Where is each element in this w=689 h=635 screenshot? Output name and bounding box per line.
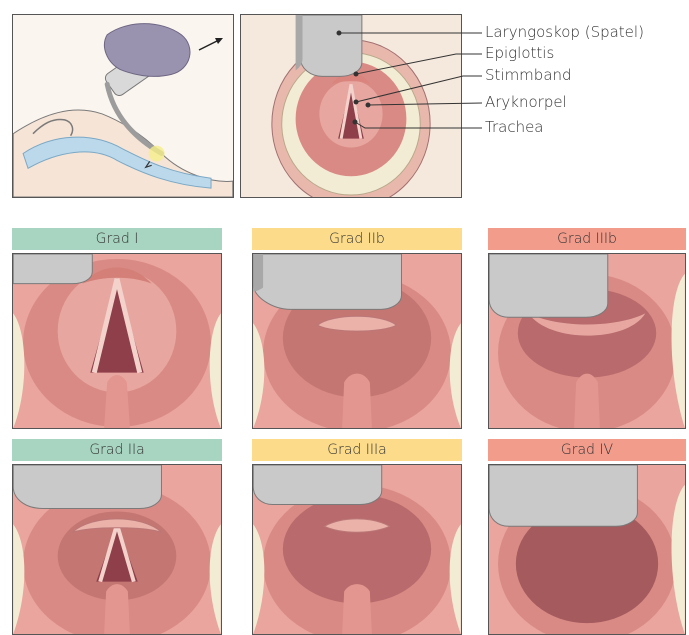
grade-image-5 — [252, 464, 462, 635]
grade-label: Grad IIIa — [252, 439, 462, 461]
grade-label: Grad IIb — [252, 228, 462, 250]
frontal-view-panel — [240, 14, 462, 198]
grade-label: Grad IIIb — [488, 228, 686, 250]
grade-image-6 — [488, 464, 686, 635]
direction-arrow-icon — [197, 34, 227, 54]
grade-3a-illustration — [253, 465, 461, 634]
grade-image-2 — [252, 253, 462, 429]
callout-laryngoskop: Laryngoskop (Spatel) — [485, 23, 644, 41]
callout-trachea: Trachea — [485, 118, 544, 136]
grade-label: Grad I — [12, 228, 222, 250]
callout-epiglottis: Epiglottis — [485, 44, 554, 62]
grade-image-3 — [488, 253, 686, 429]
grade-image-4 — [12, 464, 222, 635]
grade-label: Grad IV — [488, 439, 686, 461]
frontal-view-illustration — [241, 15, 461, 197]
callout-stimmband: Stimmband — [485, 66, 572, 84]
grade-2a-illustration — [13, 465, 221, 634]
grade-3b-illustration — [489, 254, 685, 428]
grade-image-1 — [12, 253, 222, 429]
grade-1-illustration — [13, 254, 221, 428]
callout-aryknorpel: Aryknorpel — [485, 93, 567, 111]
grade-2b-illustration — [253, 254, 461, 428]
grade-label: Grad IIa — [12, 439, 222, 461]
grade-4-illustration — [489, 465, 685, 634]
